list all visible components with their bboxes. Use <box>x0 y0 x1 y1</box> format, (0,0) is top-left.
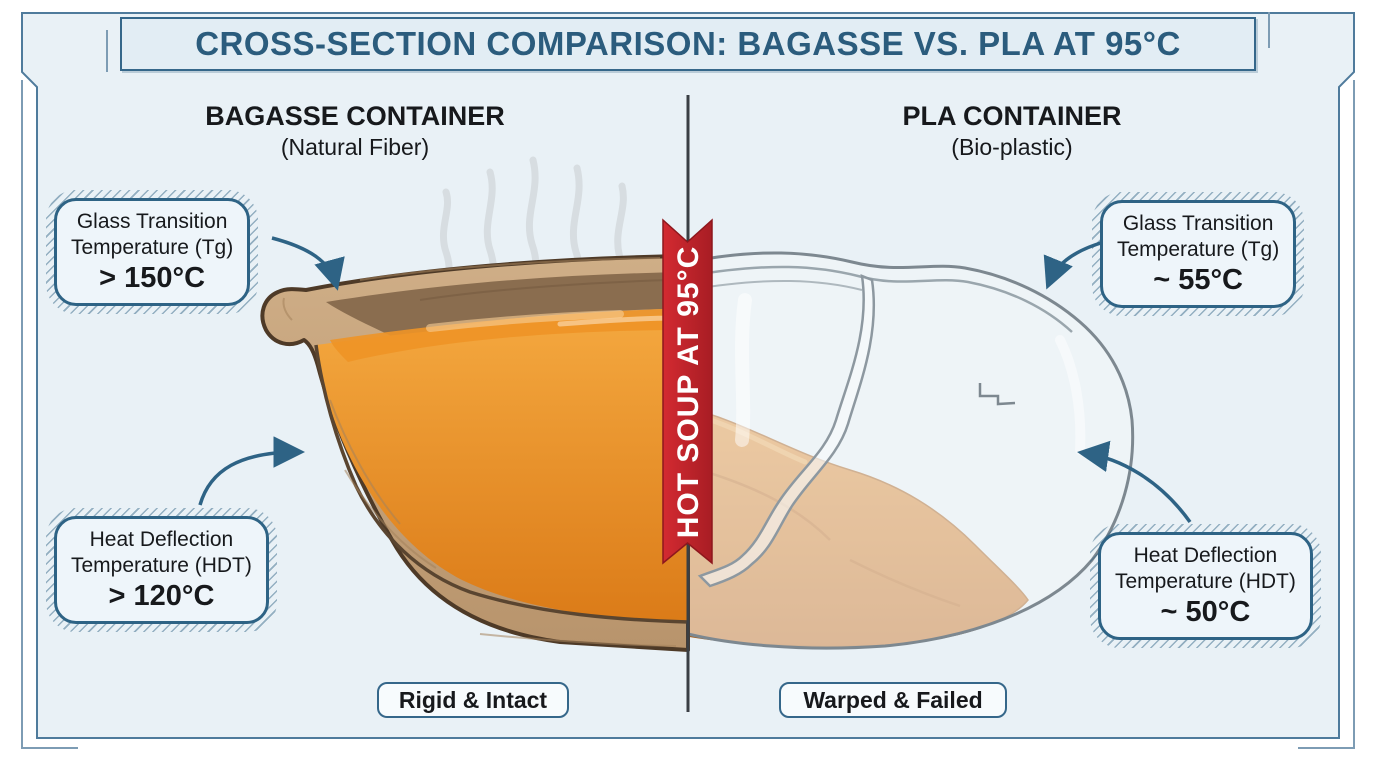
bagasse-heading-block: BAGASSE CONTAINER (Natural Fiber) <box>135 100 575 162</box>
page-title: CROSS-SECTION COMPARISON: BAGASSE VS. PL… <box>195 25 1181 62</box>
bagasse-subheading: (Natural Fiber) <box>280 134 430 160</box>
callout-value: > 120°C <box>108 580 215 612</box>
callout-pla-tg: Glass Transition Temperature (Tg) ~ 55°C <box>1092 192 1305 316</box>
pla-container <box>686 251 1135 650</box>
callout-value: ~ 55°C <box>1153 264 1243 296</box>
callout-line: Glass Transition <box>76 210 228 233</box>
callout-line: Temperature (HDT) <box>1115 570 1296 593</box>
callout-line: Glass Transition <box>1122 212 1274 235</box>
bagasse-heading: BAGASSE CONTAINER <box>205 101 505 131</box>
ribbon-label: HOT SOUP AT 95°C <box>672 246 705 539</box>
callout-line: Temperature (Tg) <box>71 236 234 259</box>
callout-pla-hdt: Heat Deflection Temperature (HDT) ~ 50°C <box>1090 524 1321 648</box>
callout-value: ~ 50°C <box>1160 596 1251 628</box>
ribbon-banner-icon: HOT SOUP AT 95°C <box>662 218 713 565</box>
bagasse-bowl <box>260 254 690 652</box>
callout-line: Heat Deflection <box>1133 544 1278 567</box>
callout-bagasse-hdt: Heat Deflection Temperature (HDT) > 120°… <box>46 508 277 632</box>
callout-bagasse-tg: Glass Transition Temperature (Tg) > 150°… <box>46 190 259 314</box>
title-bar: CROSS-SECTION COMPARISON: BAGASSE VS. PL… <box>120 17 1256 71</box>
callout-line: Temperature (Tg) <box>1117 238 1280 261</box>
callout-value: > 150°C <box>99 262 206 294</box>
pla-heading-block: PLA CONTAINER (Bio-plastic) <box>812 100 1212 162</box>
curved-arrow-icon <box>198 236 1192 524</box>
callout-line: Heat Deflection <box>89 528 234 551</box>
status-badge-pla: Warped & Failed <box>779 682 1007 718</box>
status-badge-bagasse: Rigid & Intact <box>377 682 569 718</box>
callout-line: Temperature (HDT) <box>71 554 252 577</box>
pla-heading: PLA CONTAINER <box>902 101 1122 131</box>
pla-subheading: (Bio-plastic) <box>951 134 1073 160</box>
